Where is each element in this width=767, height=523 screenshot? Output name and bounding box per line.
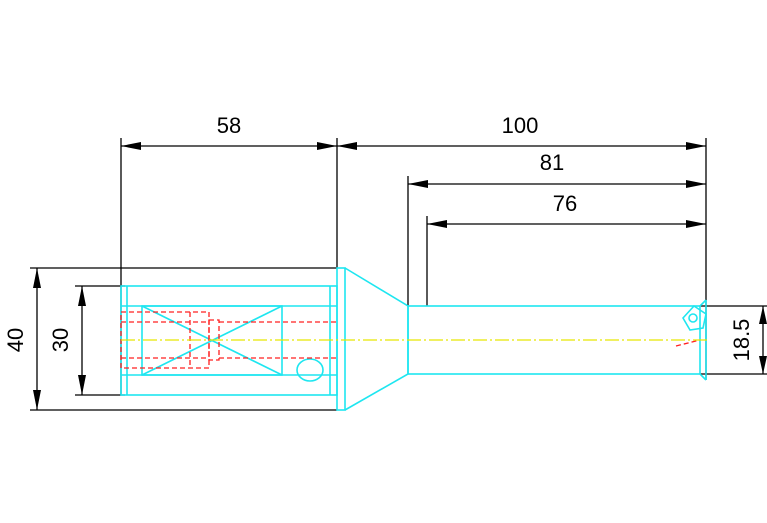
label-18-5: 18.5	[729, 319, 754, 362]
label-40: 40	[3, 328, 28, 352]
drill-tip-top	[699, 299, 707, 307]
arrow-81-left	[408, 180, 428, 188]
arrow-76-left	[427, 220, 447, 228]
insert-screw-icon	[688, 313, 698, 323]
hidden-tip-line	[675, 339, 701, 347]
arrow-30-top	[78, 286, 86, 306]
arrow-81-right	[686, 180, 706, 188]
arrow-58-left	[121, 142, 141, 150]
arrow-40-bottom	[33, 390, 41, 410]
insert-shape	[682, 304, 707, 331]
label-81: 81	[540, 150, 564, 175]
label-58: 58	[217, 113, 241, 138]
arrow-40-top	[33, 268, 41, 288]
arrow-18-5-top	[759, 306, 767, 324]
arrow-58-right	[317, 142, 337, 150]
cone-transition	[344, 267, 409, 411]
label-100: 100	[502, 113, 539, 138]
set-screw-circle	[296, 358, 324, 382]
label-30: 30	[48, 328, 73, 352]
arrow-76-right	[686, 220, 706, 228]
dimension-labels: 58 100 81 76 40 30 18.5	[3, 113, 754, 361]
arrow-18-5-bottom	[759, 356, 767, 374]
arrow-100-right	[686, 142, 706, 150]
flange	[336, 267, 346, 411]
drill-tip-bottom	[699, 373, 707, 381]
label-76: 76	[553, 191, 577, 216]
arrow-30-bottom	[78, 375, 86, 395]
dimension-lines	[30, 138, 767, 411]
arrow-100-left	[337, 142, 357, 150]
